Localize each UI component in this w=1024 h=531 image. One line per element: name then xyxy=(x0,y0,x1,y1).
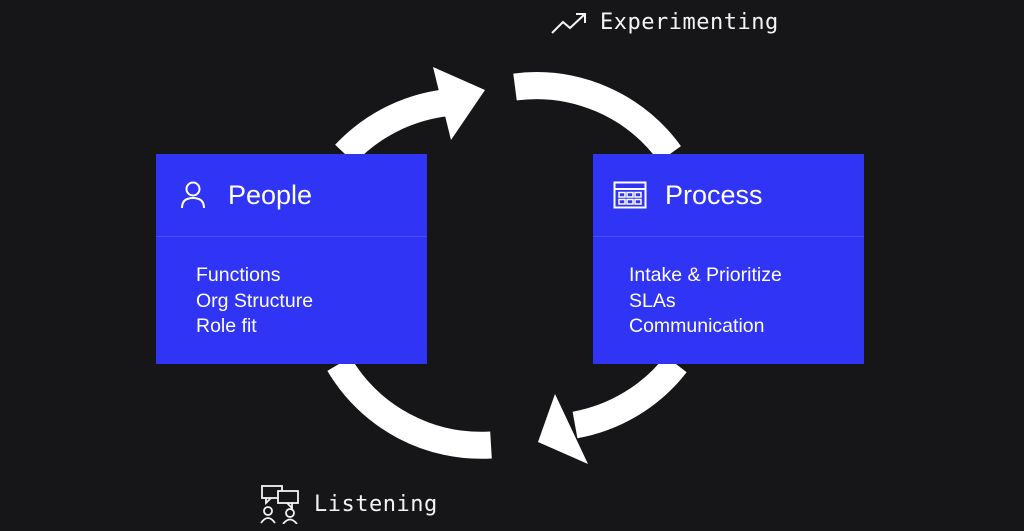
stage-listening-label: Listening xyxy=(314,491,438,517)
conversation-icon xyxy=(258,484,302,524)
arrowhead-top-left xyxy=(433,67,485,140)
arrow-bottom-left xyxy=(327,356,492,459)
arrow-top-left xyxy=(335,88,457,164)
calendar-grid-icon xyxy=(613,178,647,212)
people-card-header: People xyxy=(156,154,427,237)
people-item: Role fit xyxy=(196,315,257,337)
process-card-header: Process xyxy=(593,154,864,237)
people-card-items: Functions Org Structure Role fit xyxy=(156,237,427,340)
arrow-bottom-right xyxy=(572,355,687,439)
people-card-title: People xyxy=(228,179,313,210)
process-card-title: Process xyxy=(665,179,763,210)
arrow-top-right xyxy=(513,72,681,163)
process-card-items: Intake & Prioritize SLAs Communication xyxy=(593,237,864,340)
people-card: People Functions Org Structure Role fit xyxy=(156,154,427,364)
process-card: Process Intake & Prioritize SLAs Communi… xyxy=(593,154,864,364)
stage-experimenting-label: Experimenting xyxy=(600,10,779,35)
process-item: Intake & Prioritize xyxy=(629,264,782,286)
stage-experimenting: Experimenting xyxy=(550,10,779,35)
person-icon xyxy=(176,178,210,212)
trending-up-icon xyxy=(550,11,588,35)
people-item: Org Structure xyxy=(196,289,314,312)
people-item: Functions xyxy=(196,264,281,286)
process-item: Communication xyxy=(629,315,765,337)
arrowhead-bottom-right xyxy=(538,394,588,464)
process-item: SLAs xyxy=(629,289,676,312)
stage-listening: Listening xyxy=(258,484,438,524)
